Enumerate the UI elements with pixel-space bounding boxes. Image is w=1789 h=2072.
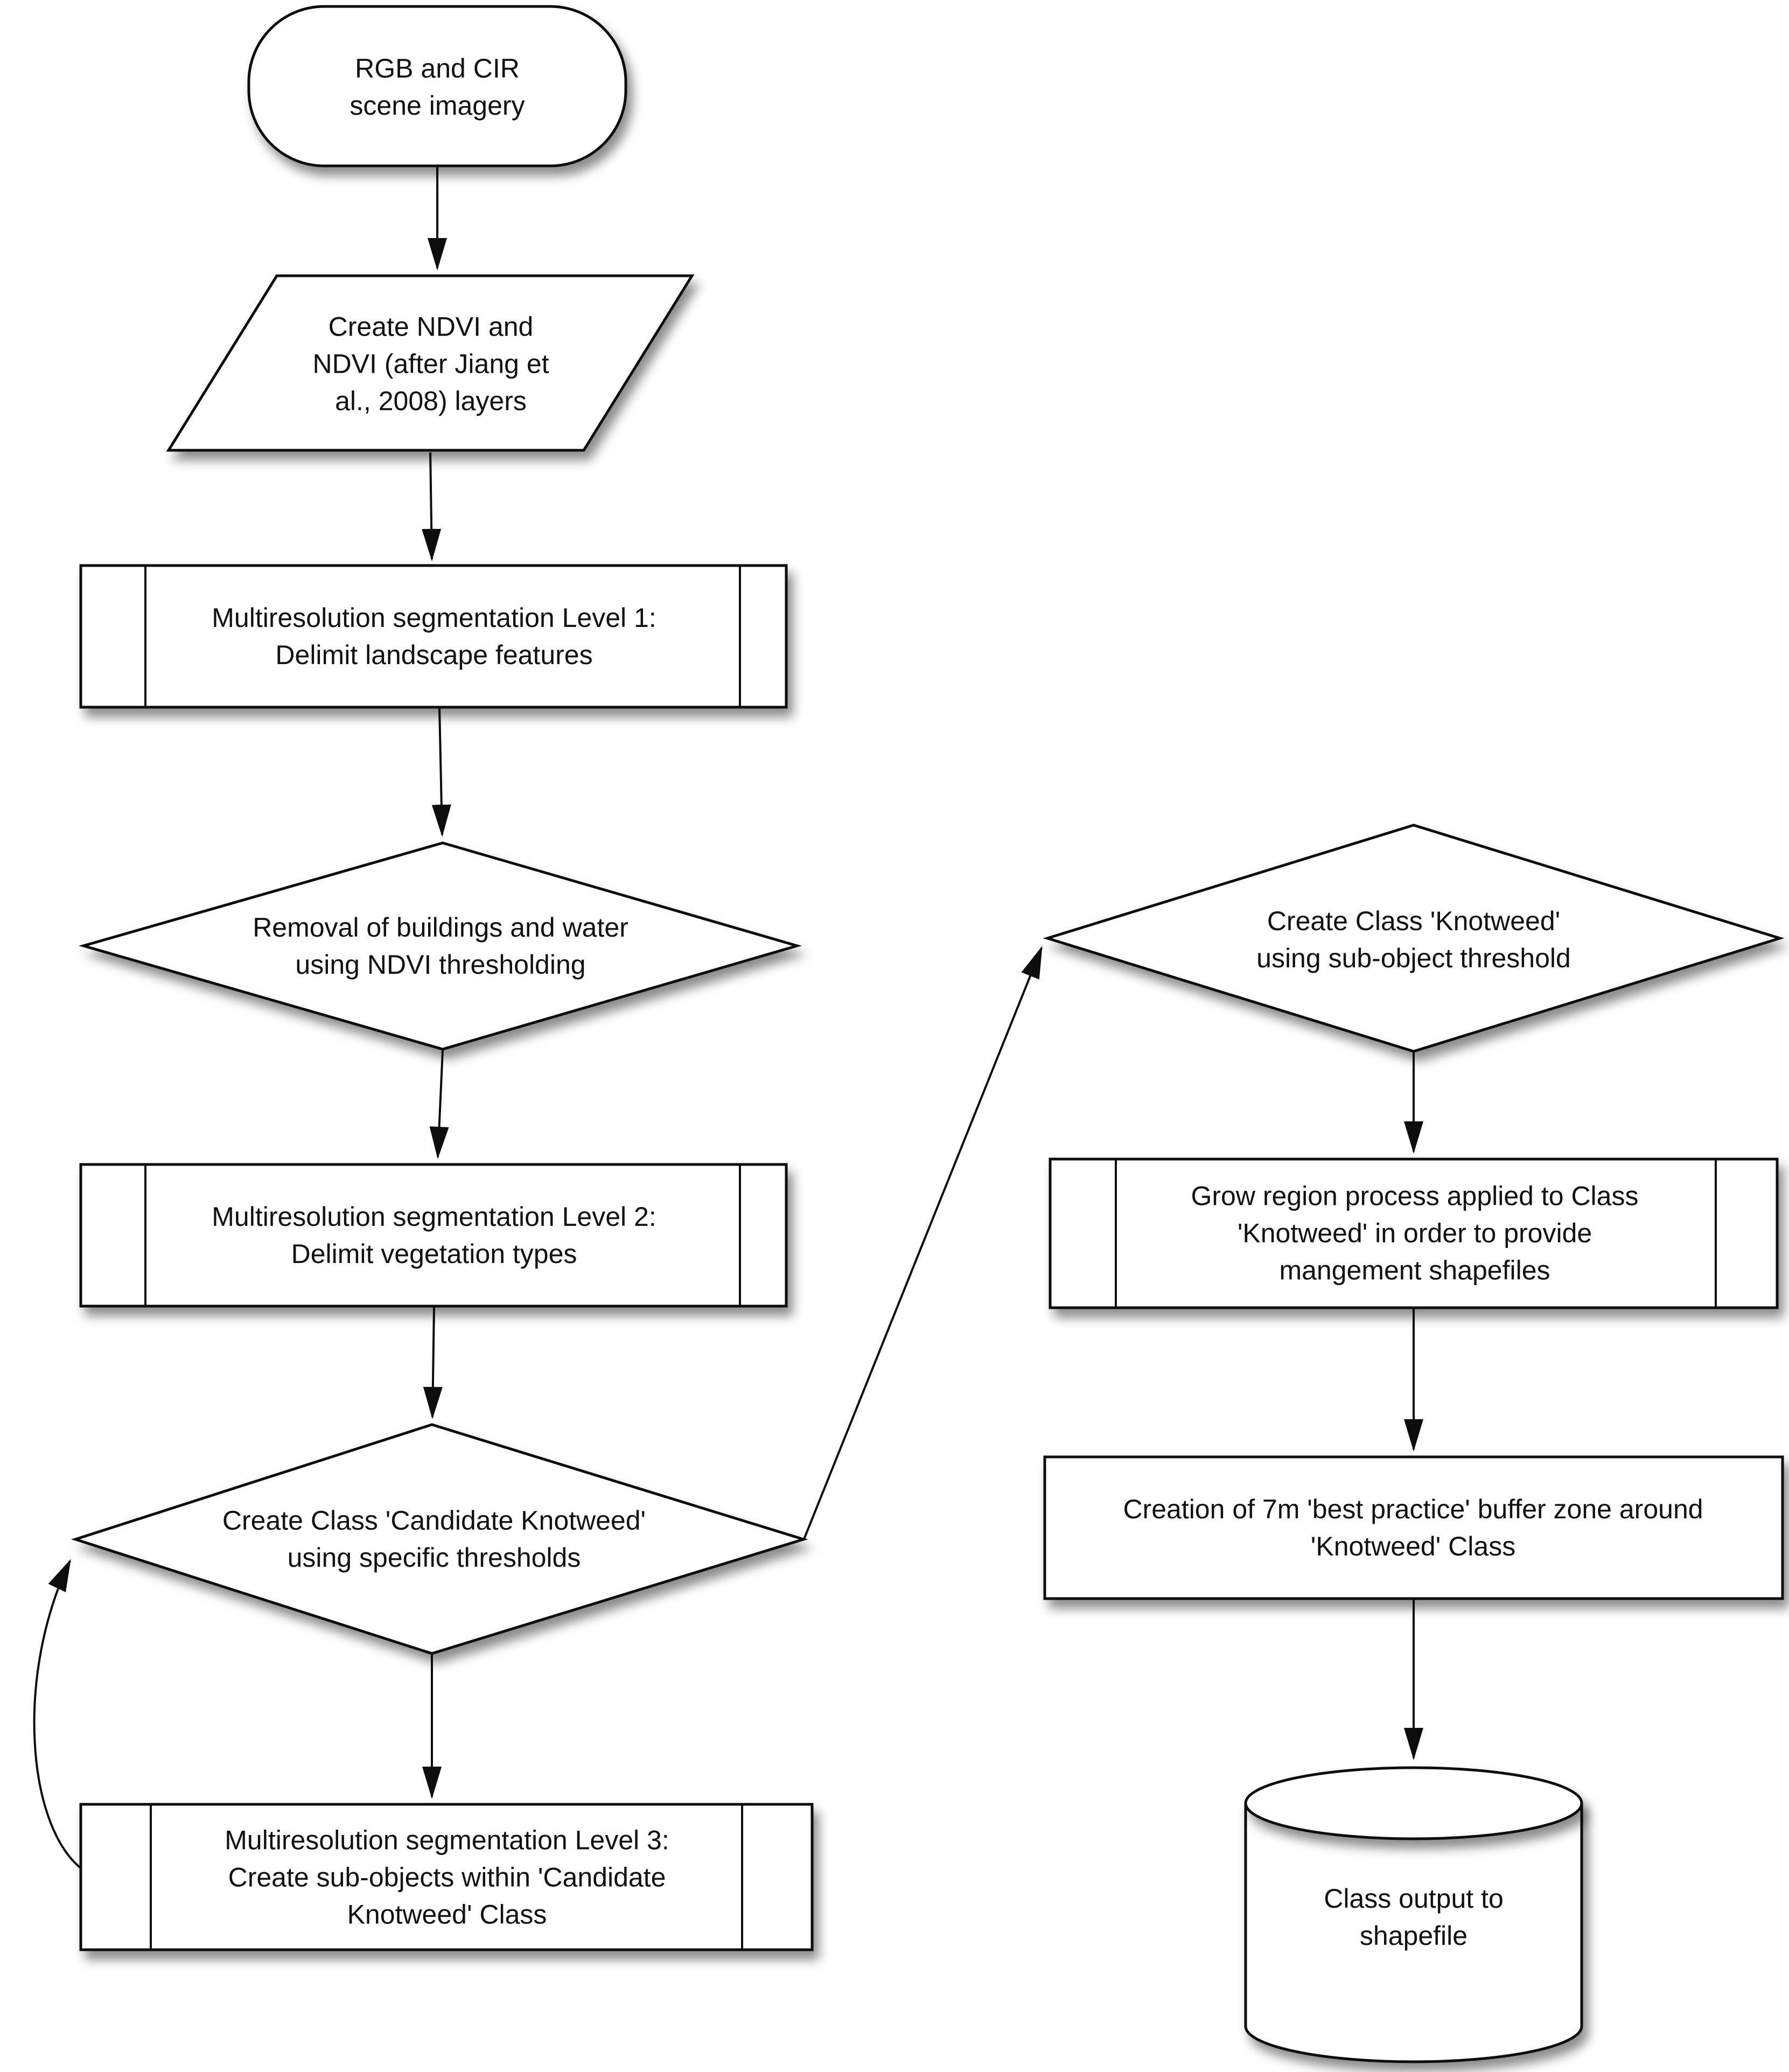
cylinder-class-output — [1244, 1766, 1583, 2063]
terminator-start — [247, 5, 627, 168]
node-label-buffer-zone: Creation of 7m 'best practice' buffer zo… — [1123, 1494, 1703, 1561]
node-label-create-ndvi: Create NDVI and NDVI (after Jiang et al.… — [312, 311, 549, 416]
decision-candidate-knotweed — [71, 1423, 808, 1655]
decision-removal — [78, 841, 802, 1051]
node-label-start: RGB and CIR scene imagery — [350, 53, 525, 121]
edge-removal-to-seg-level2 — [429, 1050, 449, 1159]
predefined-process-bars — [144, 566, 1717, 1950]
cylinder-top — [1244, 1766, 1583, 1840]
cylinder-body — [1244, 1803, 1583, 2063]
edges — [33, 167, 1423, 1870]
decision-knotweed — [1043, 824, 1785, 1053]
edge-seg-level2-to-candidate — [423, 1307, 443, 1419]
process-box-seg-level2 — [79, 1163, 788, 1308]
node-label-seg-level3: Multiresolution segmentation Level 3: Cr… — [225, 1825, 669, 1930]
node-label-seg-level1: Multiresolution segmentation Level 1: De… — [212, 603, 656, 670]
node-label-removal: Removal of buildings and water using NDV… — [253, 912, 628, 980]
edge-candidate-to-knotweed — [802, 946, 1043, 1541]
nodes — [71, 5, 1785, 2063]
node-label-class-output: Class output to shapefile — [1324, 1883, 1504, 1951]
node-label-seg-level2: Multiresolution segmentation Level 2: De… — [212, 1202, 656, 1269]
process-box-grow-region — [1049, 1157, 1779, 1309]
node-label-knotweed: Create Class 'Knotweed' using sub-object… — [1256, 906, 1571, 973]
process-box-buffer-zone — [1043, 1455, 1784, 1600]
process-box-seg-level3 — [79, 1803, 814, 1951]
process-box-seg-level1 — [79, 564, 788, 709]
node-label-candidate-knotweed: Create Class 'Candidate Knotweed' using … — [222, 1505, 646, 1573]
edge-seg-level1-to-removal — [431, 708, 451, 837]
node-label-grow-region: Grow region process applied to Class 'Kn… — [1191, 1181, 1639, 1286]
edge-seg-level3-loop-to-candidate — [33, 1559, 83, 1870]
edge-create-ndvi-to-seg-level1 — [422, 452, 442, 561]
parallelogram-create-ndvi — [166, 274, 695, 452]
